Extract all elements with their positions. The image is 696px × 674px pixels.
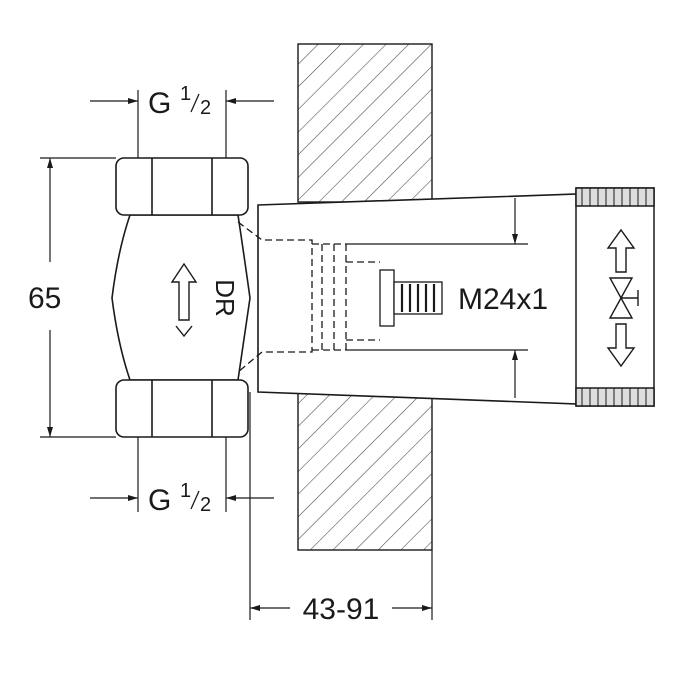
label-bottom-thread: G 1 2 bbox=[148, 480, 211, 517]
flow-arrow-icon bbox=[170, 262, 198, 338]
top-hex-nut bbox=[115, 157, 249, 216]
extension-collar bbox=[575, 187, 655, 407]
label-top-thread: G 1 2 bbox=[148, 83, 211, 120]
valve-symbol-icon bbox=[608, 277, 639, 319]
dimension-lines bbox=[40, 90, 528, 620]
close-arrow-icon bbox=[606, 323, 636, 368]
wall-upper bbox=[297, 43, 433, 203]
svg-text:1: 1 bbox=[180, 480, 191, 502]
svg-text:G: G bbox=[148, 484, 171, 517]
label-inner-thread: M24x1 bbox=[458, 283, 548, 316]
hidden-internals bbox=[237, 221, 380, 373]
svg-text:2: 2 bbox=[200, 97, 211, 119]
label-flow-mark: DR bbox=[210, 279, 240, 317]
wall-section bbox=[297, 43, 433, 551]
bottom-hex-nut bbox=[115, 379, 249, 438]
wall-lower bbox=[297, 391, 433, 551]
open-arrow-icon bbox=[606, 228, 636, 273]
spindle bbox=[379, 269, 443, 327]
svg-text:G: G bbox=[148, 87, 171, 120]
label-wall-depth: 43-91 bbox=[303, 593, 380, 626]
svg-text:2: 2 bbox=[200, 494, 211, 516]
label-height: 65 bbox=[28, 282, 61, 315]
valve-body bbox=[111, 157, 251, 438]
svg-text:1: 1 bbox=[180, 83, 191, 105]
